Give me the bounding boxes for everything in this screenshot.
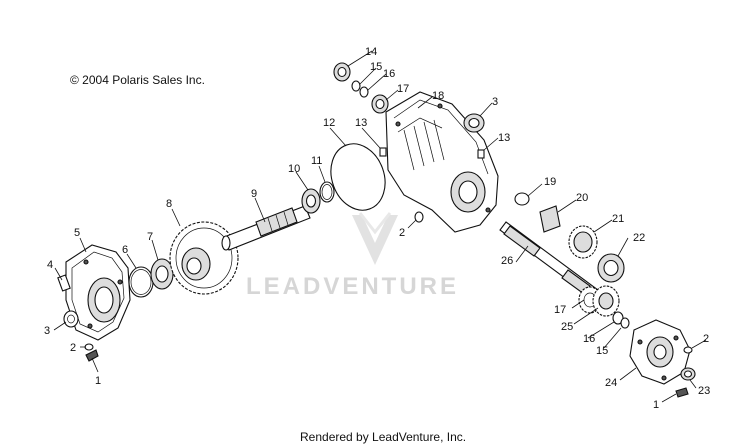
- callout-17-top: 17: [397, 83, 409, 95]
- callout-10: 10: [288, 163, 300, 175]
- ring-gear-part-8: [169, 221, 239, 295]
- callout-5: 5: [74, 227, 80, 239]
- seal-part-3-left: [63, 310, 79, 328]
- watermark-text: LEADVENTURE: [246, 273, 459, 300]
- oring-part-6: [128, 266, 154, 298]
- snap-ring-part-11: [319, 181, 335, 203]
- gasket-part-12: [330, 143, 386, 211]
- washer-part-2-left: [84, 343, 94, 351]
- washer-part-16-top: [359, 86, 369, 98]
- bearing-part-22: [597, 253, 625, 283]
- callout-9: 9: [251, 188, 257, 200]
- bolt-part-4: [57, 274, 71, 292]
- callout-3-left: 3: [44, 325, 50, 337]
- seal-part-14: [333, 62, 351, 82]
- callout-16-right: 16: [583, 333, 595, 345]
- callout-21: 21: [612, 213, 624, 225]
- callout-2-center: 2: [399, 227, 405, 239]
- bolt-part-1-left: [85, 349, 99, 362]
- callout-24: 24: [605, 377, 617, 389]
- callout-23: 23: [698, 385, 710, 397]
- bushing-part-19: [514, 192, 530, 206]
- left-cover-housing: [65, 244, 131, 341]
- seal-part-3-top: [463, 113, 485, 133]
- callout-13-right: 13: [498, 132, 510, 144]
- bearing-part-17-top: [371, 94, 389, 114]
- callout-16-top: 16: [383, 68, 395, 80]
- callout-26: 26: [501, 255, 513, 267]
- callout-1-left: 1: [95, 375, 101, 387]
- callout-15-top: 15: [370, 61, 382, 73]
- footer-text: Rendered by LeadVenture, Inc.: [300, 430, 466, 444]
- callout-18: 18: [432, 90, 444, 102]
- callout-3-top: 3: [492, 96, 498, 108]
- leader-lines: [53, 50, 707, 403]
- callout-6: 6: [122, 244, 128, 256]
- gear-part-21: [568, 225, 598, 259]
- callout-1-right: 1: [653, 399, 659, 411]
- bearing-part-10: [301, 188, 321, 214]
- dowel-part-2-center: [414, 211, 424, 223]
- bearing-part-7: [150, 258, 174, 290]
- dowel-part-13-left: [379, 147, 387, 157]
- main-case-part-18: [385, 91, 499, 233]
- callout-4: 4: [47, 259, 53, 271]
- dowel-part-13-right: [477, 149, 485, 159]
- callout-15-right: 15: [596, 345, 608, 357]
- shaft-part-9: [221, 205, 311, 251]
- callout-20: 20: [576, 192, 588, 204]
- end-cover-part-24: [629, 319, 691, 385]
- callout-22: 22: [633, 232, 645, 244]
- callout-25: 25: [561, 321, 573, 333]
- washer-part-2-right: [683, 346, 693, 354]
- callout-19: 19: [544, 176, 556, 188]
- bolt-part-1-right: [675, 387, 689, 398]
- watermark: LEADVENTURE: [246, 212, 459, 300]
- gear-part-25: [592, 285, 620, 317]
- callout-7: 7: [147, 231, 153, 243]
- callout-8: 8: [166, 198, 172, 210]
- callout-13-left: 13: [355, 117, 367, 129]
- output-shaft-part-26: [499, 221, 599, 299]
- callout-2-left: 2: [70, 342, 76, 354]
- callout-2-right: 2: [703, 333, 709, 345]
- seal-part-23: [680, 367, 696, 381]
- washer-part-15-top: [351, 80, 361, 92]
- callout-17-right: 17: [554, 304, 566, 316]
- washer-part-15-right: [620, 317, 630, 329]
- callout-11: 11: [311, 155, 322, 167]
- callout-labels: 4 5 3 2 1 6 7 8 9 10 11 12 13 14 15 16 1…: [44, 46, 710, 411]
- callout-12: 12: [323, 117, 335, 129]
- copyright-text: © 2004 Polaris Sales Inc.: [70, 73, 205, 87]
- callout-14: 14: [365, 46, 377, 58]
- sleeve-part-20: [539, 205, 561, 233]
